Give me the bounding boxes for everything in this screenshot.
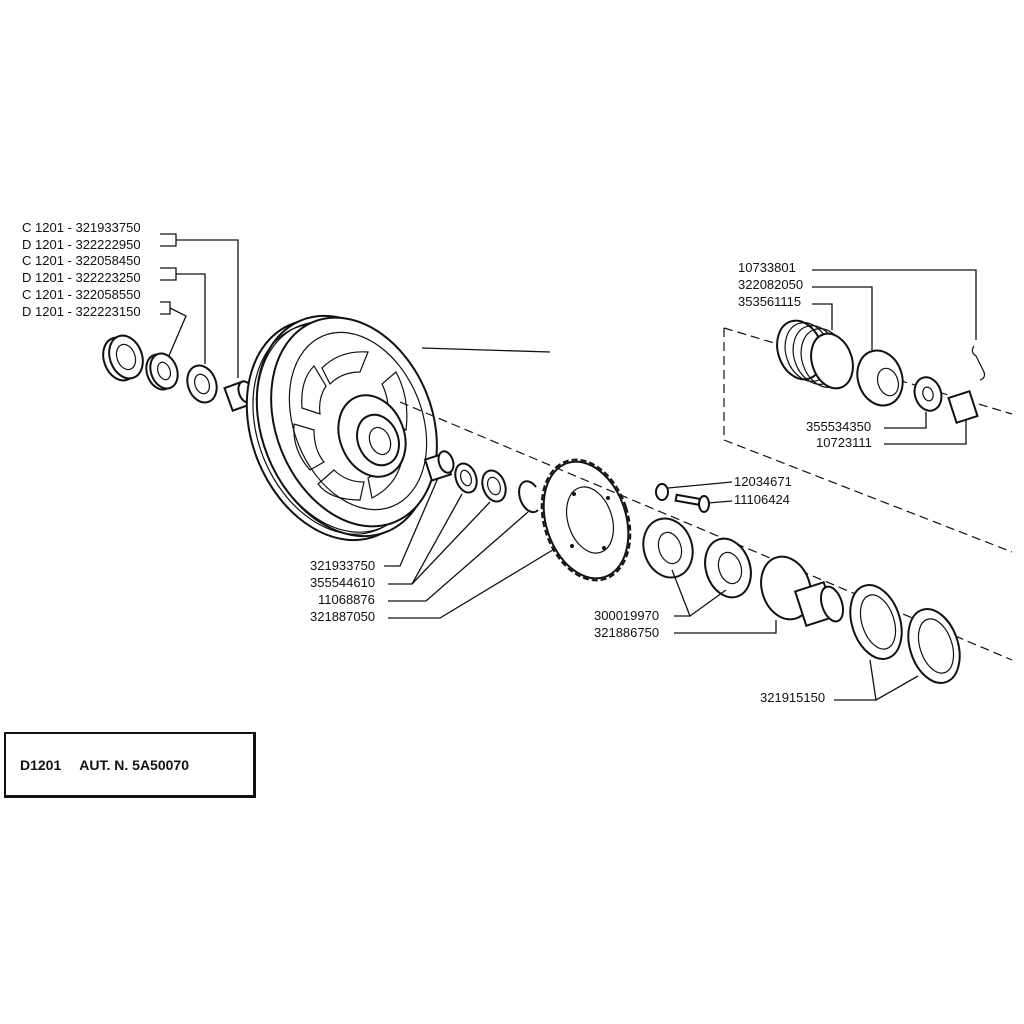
left-bearing-group [102, 334, 255, 412]
pulley-leader-line [421, 347, 551, 353]
sprocket [540, 458, 632, 582]
part-label: 10733801 [738, 260, 796, 275]
right-mid-labels: 355534350 10723111 [806, 419, 872, 450]
seal-rings [849, 584, 961, 684]
right-top-leader-lines [812, 269, 977, 445]
lower-right-leader-line-2 [875, 675, 919, 701]
bolt-group [655, 481, 733, 513]
bolt-labels: 12034671 11106424 [734, 474, 792, 507]
coupling-group [642, 517, 845, 628]
variant-leader-lines [160, 233, 239, 378]
right-top-labels: 10733801 322082050 353561115 [738, 260, 803, 309]
part-label: 322082050 [738, 277, 803, 292]
part-label: 321887050 [310, 609, 375, 624]
part-label: 11068876 [318, 592, 375, 607]
variant-label: D 1201 - 322222950 [22, 237, 141, 252]
variant-label: C 1201 - 321933750 [22, 220, 141, 235]
part-label: 12034671 [734, 474, 792, 489]
lower-mid-leader-lines [671, 569, 777, 634]
lower-mid-labels: 300019970 321886750 [594, 608, 659, 640]
lower-left-leader-lines [384, 477, 557, 619]
variant-label-list: C 1201 - 321933750 D 1201 - 322222950 C … [22, 220, 141, 319]
part-label: 300019970 [594, 608, 659, 623]
right-exploded-box [723, 319, 1013, 553]
belt-pulley [245, 314, 438, 542]
part-label: 353561115 [738, 294, 801, 309]
variant-label: C 1201 - 322058450 [22, 253, 141, 268]
axis-line [399, 401, 1013, 661]
aut-number: AUT. N. 5A50070 [79, 756, 189, 773]
lower-left-labels: 321933750 355544610 11068876 321887050 [310, 558, 375, 624]
model-info-box: D1201 AUT. N. 5A50070 [4, 732, 256, 798]
variant-label: D 1201 - 322223150 [22, 304, 141, 319]
part-label: 355534350 [806, 419, 871, 434]
variant-label: D 1201 - 322223250 [22, 270, 141, 285]
part-label: 321886750 [594, 625, 659, 640]
part-label: 321915150 [760, 690, 825, 705]
part-label: 10723111 [816, 435, 872, 450]
lower-right-leader-line [834, 659, 877, 701]
center-bushing-group [423, 450, 539, 514]
variant-label: C 1201 - 322058550 [22, 287, 141, 302]
part-label: 321933750 [310, 558, 375, 573]
part-label: 355544610 [310, 575, 375, 590]
part-label: 11106424 [734, 492, 790, 507]
model-code: D1201 [20, 756, 62, 773]
